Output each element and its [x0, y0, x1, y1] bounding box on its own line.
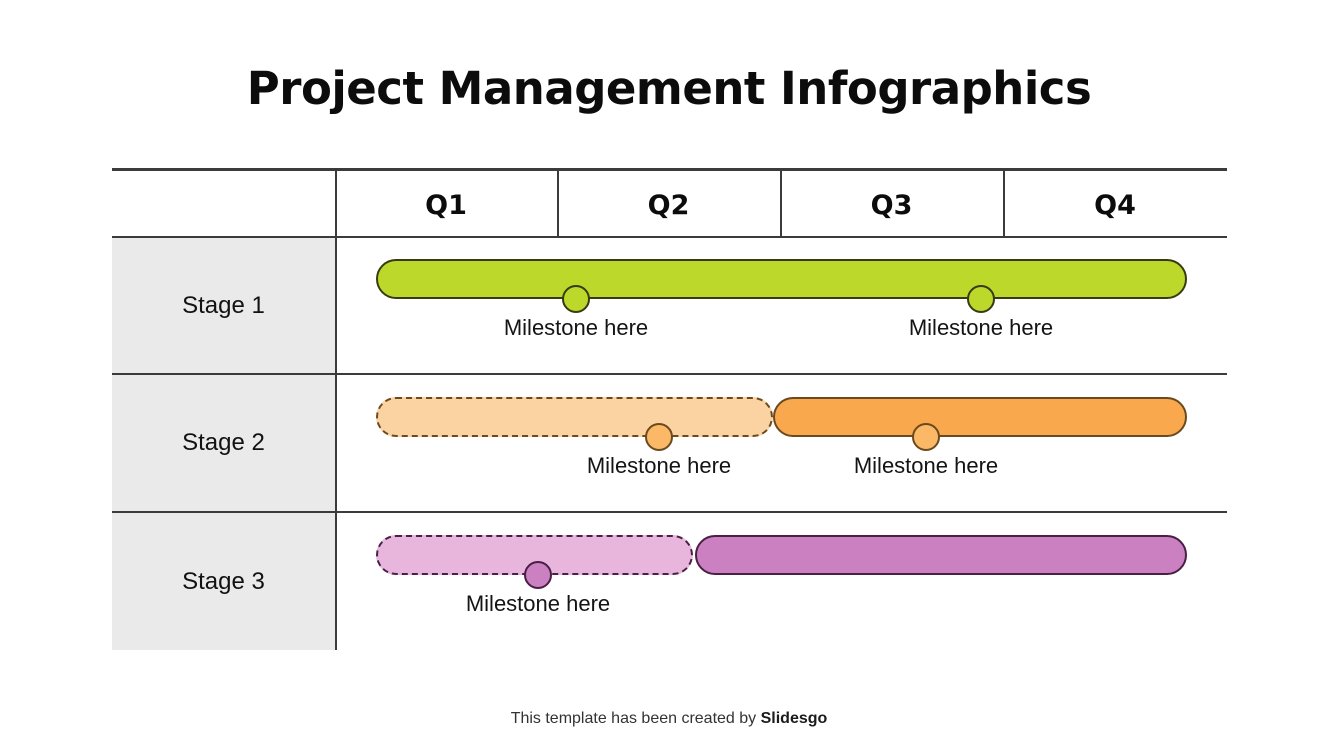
gantt-table: Q1 Q2 Q3 Q4 Stage 1 Stage 2 Stage 3 Mile… [112, 168, 1227, 652]
stage-3-bar-solid[interactable] [695, 535, 1187, 575]
page-title: Project Management Infographics [246, 62, 1092, 115]
grid-line-q3-q4 [1003, 170, 1005, 237]
row-header-stage-1: Stage 1 [112, 238, 335, 373]
stage-1-milestone-marker-1[interactable] [562, 285, 590, 313]
stage-label: Stage 2 [182, 429, 265, 456]
stage-1-milestone-label-2: Milestone here [908, 315, 1054, 340]
grid-line-q2-q3 [780, 170, 782, 237]
grid-line-q1-q2 [557, 170, 559, 237]
stage-3-milestone-marker-1[interactable] [524, 561, 552, 589]
stage-2-milestone-marker-1[interactable] [645, 423, 673, 451]
stage-3-milestone-label-1: Milestone here [465, 591, 611, 616]
column-header-q3: Q3 [870, 190, 913, 221]
stage-1-milestone-marker-2[interactable] [967, 285, 995, 313]
footer-brand: Slidesgo [760, 710, 828, 727]
row-header-stage-3: Stage 3 [112, 513, 335, 650]
column-header-q4: Q4 [1094, 190, 1136, 221]
grid-line-stage1-bottom [112, 373, 1227, 375]
stage-label: Stage 1 [182, 291, 265, 319]
column-header-q1: Q1 [425, 190, 467, 221]
grid-line-stage2-bottom [112, 511, 1227, 513]
stage-2-bar-dashed[interactable] [376, 397, 773, 437]
stage-2-milestone-label-1: Milestone here [586, 453, 732, 478]
row-header-stage-2: Stage 2 [112, 375, 335, 511]
stage-1-bar-solid[interactable] [376, 259, 1187, 299]
column-header-q2: Q2 [647, 190, 690, 221]
stage-1-milestone-label-1: Milestone here [503, 315, 649, 340]
stage-2-milestone-marker-2[interactable] [912, 423, 940, 451]
footer-text: This template has been created by [510, 710, 761, 727]
stage-label: Stage 3 [182, 567, 265, 595]
grid-line-header-bottom [112, 236, 1227, 238]
stage-2-milestone-label-2: Milestone here [853, 453, 999, 478]
grid-line-top [112, 168, 1227, 171]
grid-line-stage-column [335, 168, 337, 650]
footer-credit: This template has been created by Slides… [0, 710, 1338, 728]
stage-2-bar-solid[interactable] [773, 397, 1187, 437]
